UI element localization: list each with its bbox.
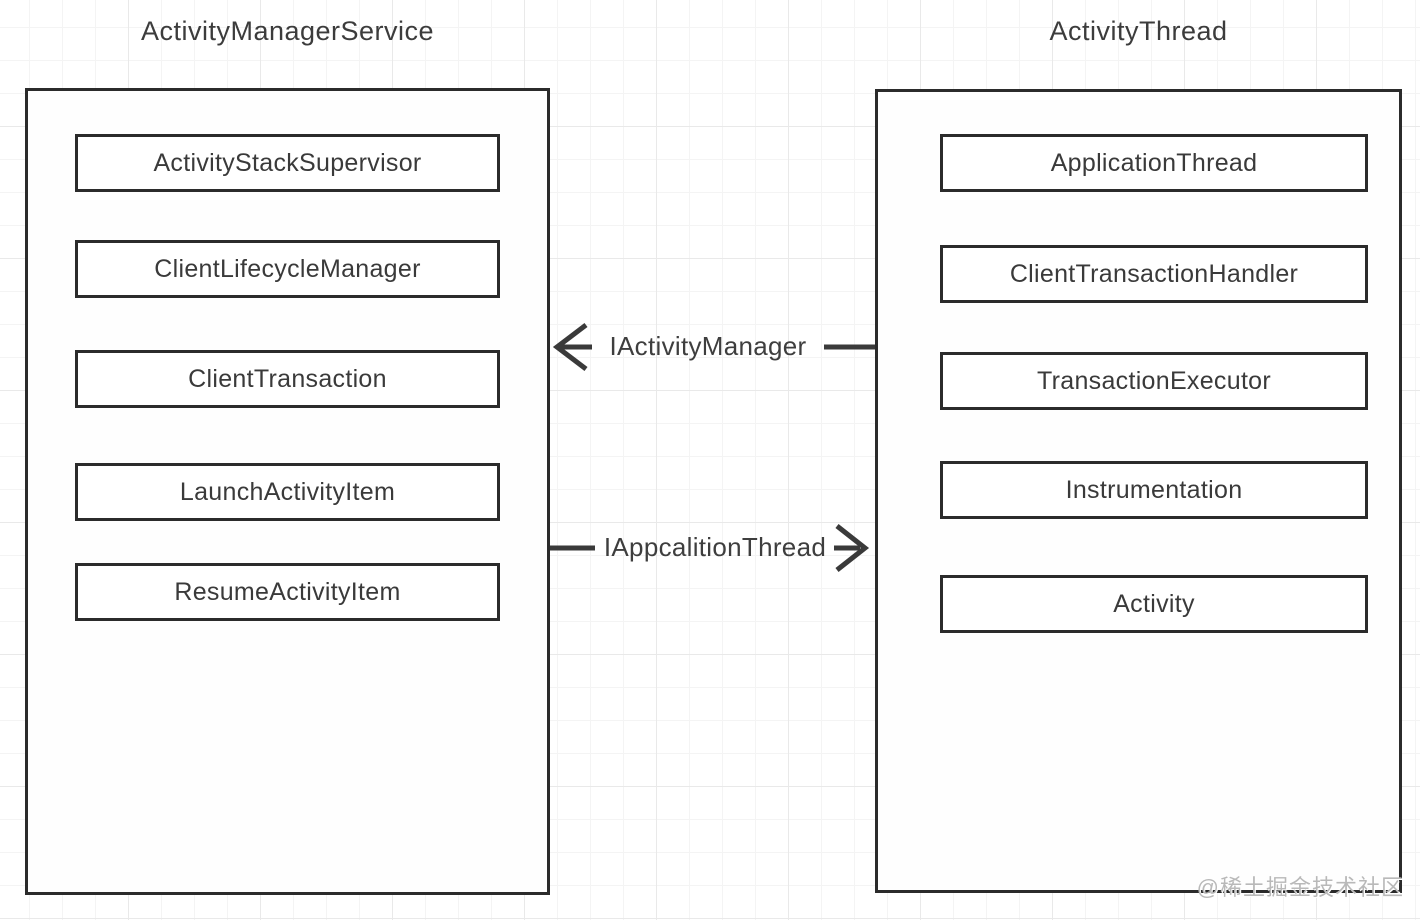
node-client-lifecycle-manager: ClientLifecycleManager (75, 240, 500, 298)
connector-label-iactivitymanager: IActivityManager (609, 331, 807, 361)
node-activity-stack-supervisor: ActivityStackSupervisor (75, 134, 500, 192)
node-launch-activity-item: LaunchActivityItem (75, 463, 500, 521)
node-application-thread: ApplicationThread (940, 134, 1368, 192)
left-arrowhead-icon (552, 323, 588, 371)
node-resume-activity-item: ResumeActivityItem (75, 563, 500, 621)
node-activity: Activity (940, 575, 1368, 633)
right-arrowhead-icon (835, 524, 870, 572)
connector-label-iappcalitionthread: IAppcalitionThread (603, 532, 827, 562)
node-client-transaction-handler: ClientTransactionHandler (940, 245, 1368, 303)
watermark: @稀土掘金技术社区 (1196, 875, 1404, 900)
node-client-transaction: ClientTransaction (75, 350, 500, 408)
left-panel-title: ActivityManagerService (140, 16, 435, 46)
node-instrumentation: Instrumentation (940, 461, 1368, 519)
right-panel-title: ActivityThread (1049, 16, 1228, 46)
node-transaction-executor: TransactionExecutor (940, 352, 1368, 410)
